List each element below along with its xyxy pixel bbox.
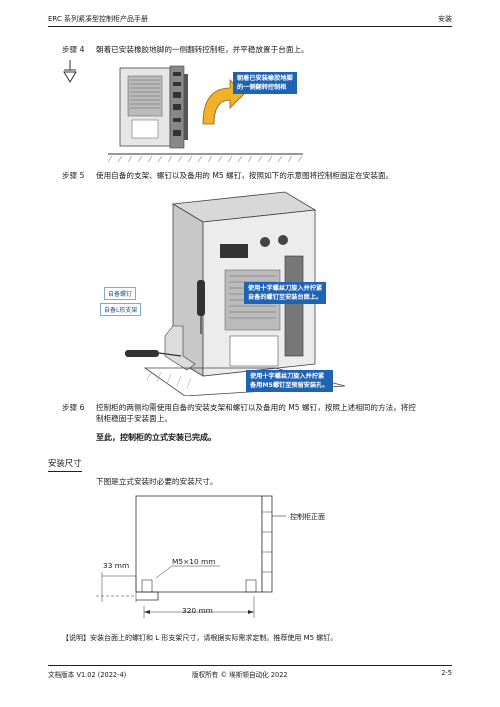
tag-own-bracket: 自备L形支架 [100,303,142,316]
step-4-illustration [108,65,303,163]
label-320mm: 320 mm [182,606,213,615]
footer-page-number: 2-5 [441,669,452,677]
dimension-drawing [96,495,286,618]
ground-symbol-icon [63,60,77,83]
step-6-label: 步骤 6 [62,403,85,412]
step-5-text: 使用自备的支架、螺钉以及备用的 M5 螺钉，按照如下的示意图将控制柜固定在安装面… [96,171,394,180]
page-footer: 文档版本 V1.02 (2022-4) 版权所有 © 埃斯顿自动化 2022 2… [48,665,452,680]
callout-line: 朝着已安装橡胶地脚 [237,75,293,82]
step-4-label: 步骤 4 [62,45,85,54]
tag-own-screw: 自备螺钉 [104,287,137,300]
footer-copyright: 版权所有 © 埃斯顿自动化 2022 [192,671,288,679]
header-section: 安装 [438,15,452,23]
note-text: 【说明】安装台面上的螺钉和 L 形支架尺寸，请根据实际需求定制。推荐使用 M5 … [62,634,338,642]
callout-line: 使用十字螺丝刀旋入并拧紧 [250,373,325,380]
callout-line: 自备的螺钉至安装台面上。 [248,294,323,301]
callout-line: 的一侧翻转控制柜 [237,84,287,91]
section-title: 安装尺寸 [48,457,82,472]
step-5-callout-2: 使用十字螺丝刀旋入并拧紧 备用M5螺钉至预留安装孔。 [246,370,333,392]
conclusion-text: 至此，控制柜的立式安装已完成。 [96,433,216,442]
footer-version: 文档版本 V1.02 (2022-4) [48,671,127,679]
step-5-callout-1: 使用十字螺丝刀旋入并拧紧 自备的螺钉至安装台面上。 [244,282,327,304]
section-intro: 下图是立式安装时必要的安装尺寸。 [96,477,218,486]
callout-line: 使用十字螺丝刀旋入并拧紧 [248,285,323,292]
label-front: 控制柜正面 [290,513,325,521]
label-m5: M5×10 mm [172,557,216,566]
page-header: ERC 系列紧凑型控制柜产品手册 安装 [48,12,452,27]
step-4-callout: 朝着已安装橡胶地脚 的一侧翻转控制柜 [233,72,297,94]
step-5: 步骤 5 使用自备的支架、螺钉以及备用的 M5 螺钉，按照如下的示意图将控制柜固定… [62,170,393,181]
label-33mm: 33 mm [103,561,130,570]
callout-line: 备用M5螺钉至预留安装孔。 [250,382,329,389]
header-title: ERC 系列紧凑型控制柜产品手册 [48,15,149,23]
step-6-line2: 制柜稳固于安装面上。 [96,414,172,423]
step-5-label: 步骤 5 [62,171,85,180]
step-4: 步骤 4 朝着已安装橡胶地脚的一侧翻转控制柜，并平稳放置于台面上。 [62,44,309,55]
step-6: 步骤 6 控制柜的两侧均需使用自备的安装支架和螺钉以及备用的 M5 螺钉，按照上述… [62,402,452,424]
step-6-line1: 控制柜的两侧均需使用自备的安装支架和螺钉以及备用的 M5 螺钉，按照上述相同的方… [96,403,416,412]
step-4-text: 朝着已安装橡胶地脚的一侧翻转控制柜，并平稳放置于台面上。 [96,45,309,54]
